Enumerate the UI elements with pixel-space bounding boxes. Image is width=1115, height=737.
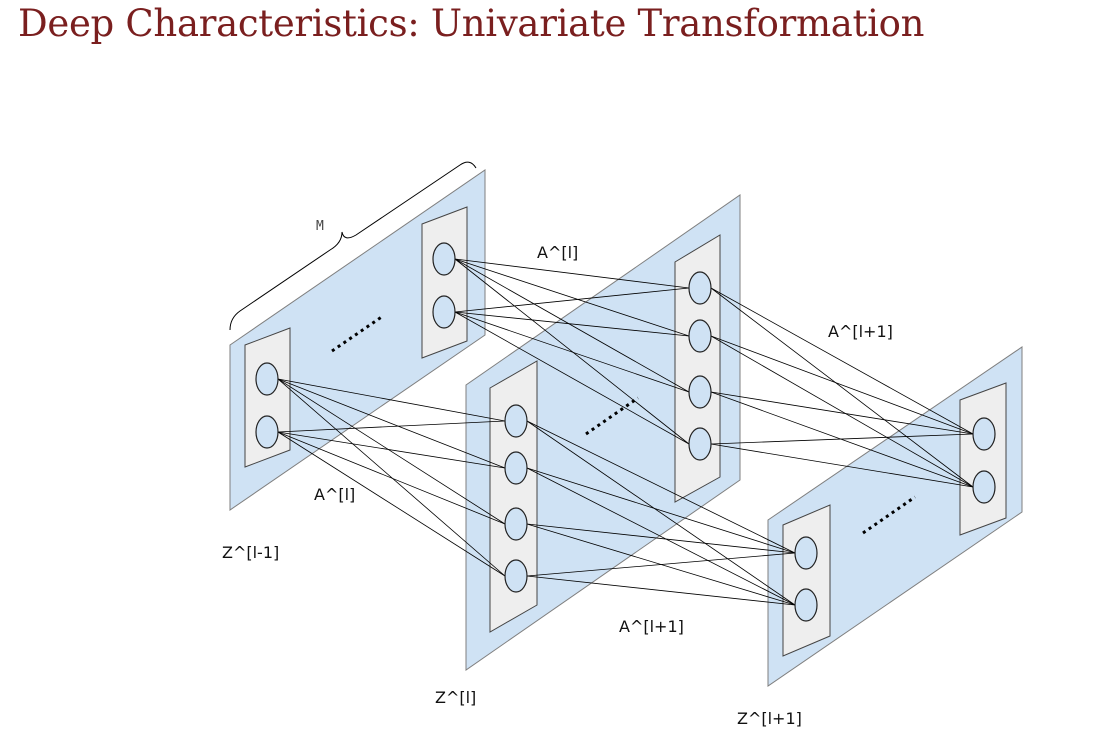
connection-edge xyxy=(526,552,796,577)
connection-edge xyxy=(710,335,974,435)
neuron-node xyxy=(504,559,528,593)
neurons xyxy=(255,242,996,622)
neuron-node xyxy=(504,404,528,438)
neuron-node xyxy=(432,295,456,329)
connection-edge xyxy=(454,258,690,445)
connection-edge xyxy=(710,443,974,488)
page-title: Deep Characteristics: Univariate Transfo… xyxy=(18,2,925,45)
neuron-node xyxy=(688,375,712,409)
connection-edge xyxy=(710,391,974,435)
connection-edge xyxy=(277,378,506,577)
neuron-node xyxy=(794,588,818,622)
unit-box-prev-back xyxy=(421,206,468,359)
layer-label-z-next: Z^[l+1] xyxy=(737,709,802,728)
neuron-node xyxy=(688,319,712,353)
connection-edge xyxy=(526,467,796,606)
connection-edge xyxy=(277,378,506,525)
neuron-node xyxy=(688,271,712,305)
layer-prev-plane xyxy=(229,169,486,511)
connection-edge xyxy=(454,258,690,289)
neuron-node xyxy=(794,536,818,570)
connection-edge xyxy=(710,335,974,488)
neuron-node xyxy=(432,242,456,276)
connection-edge xyxy=(277,378,506,469)
neuron-node xyxy=(972,417,996,451)
connection-edge xyxy=(454,258,690,337)
neuron-node xyxy=(255,415,279,449)
edge-label-a-l-top: A^[l] xyxy=(537,243,578,262)
connection-edge xyxy=(454,311,690,337)
connection-edge xyxy=(277,431,506,469)
neuron-node xyxy=(504,507,528,541)
neuron-node xyxy=(688,427,712,461)
edge-label-a-l-bottom: A^[l] xyxy=(314,485,355,504)
neuron-node xyxy=(255,362,279,396)
connection-edges xyxy=(277,258,974,606)
unit-box-next-back xyxy=(959,382,1007,536)
connection-edge xyxy=(710,391,974,488)
connection-edge xyxy=(454,311,690,445)
edge-label-a-l1-bottom: A^[l+1] xyxy=(619,617,684,636)
edge-label-a-l1-top: A^[l+1] xyxy=(828,322,893,341)
neuron-node xyxy=(504,451,528,485)
connection-edge xyxy=(277,378,506,422)
layer-label-z-prev: Z^[l-1] xyxy=(222,543,279,562)
connection-edge xyxy=(454,311,690,393)
connection-edge xyxy=(454,258,690,393)
connection-edge xyxy=(526,523,796,554)
connection-edge xyxy=(277,431,506,525)
connection-edge xyxy=(454,287,690,313)
neuron-node xyxy=(972,470,996,504)
unit-box-next-front xyxy=(782,504,831,657)
connection-edge xyxy=(526,420,796,554)
connection-edge xyxy=(277,431,506,577)
connection-edge xyxy=(277,420,506,433)
connection-edge xyxy=(710,287,974,435)
connection-edge xyxy=(526,575,796,606)
connection-edge xyxy=(710,433,974,445)
layer-label-z-current: Z^[l] xyxy=(435,688,476,707)
connection-edge xyxy=(526,420,796,606)
curly-brace-icon xyxy=(229,161,477,331)
brace-label-m: M xyxy=(316,219,324,234)
connection-edge xyxy=(710,287,974,488)
dots-ellipsis-icon xyxy=(331,314,384,353)
connection-edge xyxy=(526,467,796,554)
